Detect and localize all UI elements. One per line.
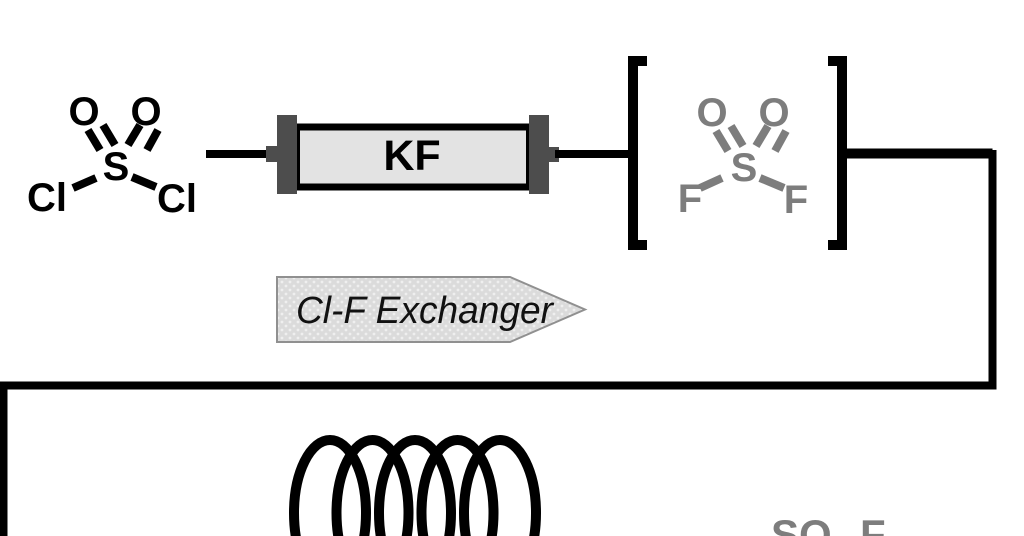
cl-f-exchanger-label: Cl-F Exchanger xyxy=(296,290,554,332)
single-bond-s-cl-right xyxy=(130,173,158,191)
coil-loop xyxy=(416,435,499,536)
reactor-box-outline xyxy=(0,150,997,536)
single-bond-s-cl-left xyxy=(71,174,98,192)
double-bond-dash xyxy=(99,122,119,148)
coil-loop xyxy=(374,435,456,536)
coil-loop xyxy=(331,435,414,536)
double-bond-dash xyxy=(712,128,732,154)
product-label-so2f2: S O 2 F 2 xyxy=(771,511,904,536)
reagent-bonds xyxy=(71,122,162,192)
bracket-right xyxy=(828,56,847,250)
intermediate-bonds xyxy=(698,123,790,192)
single-bond-s-f-right xyxy=(758,174,786,192)
cartridge-label: KF xyxy=(383,132,440,180)
atom-o-left: O xyxy=(68,90,99,134)
product-f-subscript: 2 xyxy=(887,532,904,536)
atom-s: S xyxy=(103,145,130,189)
cartridge-cap-right xyxy=(529,115,549,194)
atom-o-right: O xyxy=(758,91,789,135)
reactor-coil xyxy=(289,435,541,536)
product-o-subscript: 2 xyxy=(833,532,850,536)
double-bond-dash xyxy=(727,123,747,149)
atom-cl-right: Cl xyxy=(157,177,197,221)
product-s: S xyxy=(771,511,799,536)
bracket-left xyxy=(628,56,647,250)
reagent-structure-so2cl2: O O S Cl Cl xyxy=(27,90,197,221)
cartridge-inlet-stub xyxy=(266,146,278,162)
cl-f-exchanger-callout: Cl-F Exchanger xyxy=(276,276,588,343)
cartridge-outlet-stub xyxy=(549,147,559,162)
double-bond-dash xyxy=(143,128,162,152)
atom-f-left: F xyxy=(678,177,702,221)
double-bond-dash xyxy=(124,122,144,148)
atom-s: S xyxy=(731,146,758,190)
coil-loop xyxy=(459,435,541,536)
atom-cl-left: Cl xyxy=(27,176,67,220)
cl-f-exchanger-arrow-shape xyxy=(276,276,588,343)
product-o: O xyxy=(799,511,832,536)
cartridge-cap-left xyxy=(277,115,297,194)
atom-o-left: O xyxy=(696,91,727,135)
double-bond-dash xyxy=(752,123,772,149)
double-bond-dash xyxy=(771,129,790,153)
double-bond-dash xyxy=(84,127,104,153)
cartridge-body xyxy=(293,123,533,191)
intermediate-structure-so2f2: O O S F F xyxy=(678,91,808,222)
single-bond-s-f-left xyxy=(698,174,724,192)
coil-loop xyxy=(289,435,371,536)
atom-f-right: F xyxy=(784,178,808,222)
atom-o-right: O xyxy=(130,90,161,134)
kf-cartridge: KF xyxy=(266,115,559,194)
product-f: F xyxy=(860,511,886,536)
